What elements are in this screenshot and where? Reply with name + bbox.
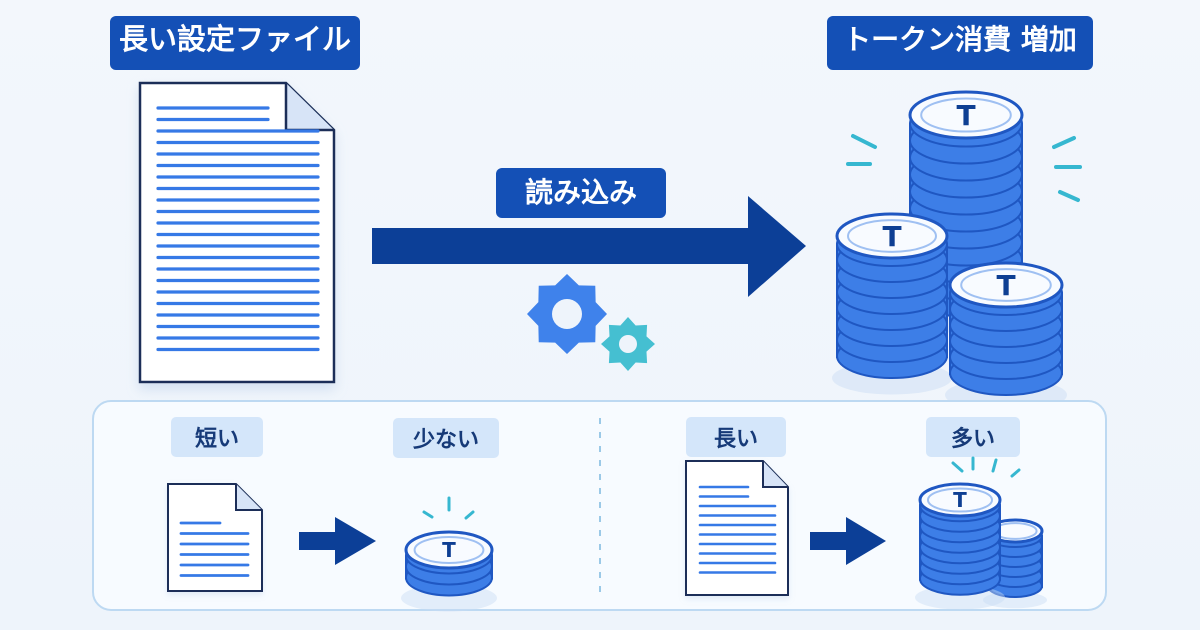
many-front-stack-coin-top-ring: [927, 487, 993, 513]
small-arrow-right-shaft: [810, 532, 850, 550]
short-file-label-background: [171, 417, 263, 457]
long-file-label: 長い: [686, 417, 786, 457]
token-stacks-large: T T T: [832, 90, 1067, 412]
large-document-lines: [156, 106, 320, 352]
many-tokens-label: 多い: [926, 417, 1020, 457]
big-right-stack-coin-top: [948, 261, 1064, 309]
short-document-lines: [179, 521, 250, 577]
few-tokens-label-text: 少ない: [412, 428, 479, 453]
small-arrow-left-shaft: [299, 532, 339, 550]
few-token-stack-coin-top-ring: [413, 536, 485, 564]
top-token-sparkle-line: [1058, 190, 1080, 202]
short-document-fold: [235, 484, 262, 511]
small-arrow-right: [810, 517, 886, 565]
big-center-stack-coin-top-ring: [920, 97, 1012, 133]
few-token-stack: T: [401, 530, 497, 612]
small-arrow-left: [299, 517, 376, 565]
top-right-label-text: トークン消費 増加: [843, 23, 1077, 56]
read-arrow-shaft: [372, 228, 757, 264]
large-document-sheet: [138, 81, 336, 384]
long-document-fold: [762, 461, 788, 488]
long-document-sheet: [685, 460, 789, 596]
read-label-background: [496, 168, 666, 218]
many-front-stack-coin-letter: T: [953, 488, 967, 512]
top-left-label-background: [110, 16, 360, 70]
large-gear-icon: [527, 274, 607, 354]
many-token-stacks: T: [915, 482, 1047, 610]
top-left-label-text: 長い設定ファイル: [119, 22, 351, 56]
long-file-label-text: 長い: [714, 427, 758, 452]
many-token-sparkle-line: [991, 458, 998, 473]
token-sparkle-top: [846, 134, 1082, 202]
read-label-text: 読み込み: [525, 176, 637, 209]
few-token-stack-coin-top: [404, 530, 494, 570]
small-gear-icon: [601, 317, 655, 371]
big-center-stack-coin-letter: T: [956, 99, 975, 132]
few-token-sparkle-line: [464, 510, 475, 520]
few-token-sparkle: [422, 496, 475, 520]
long-document-lines: [698, 485, 777, 574]
big-right-stack-coin-top-ring: [960, 268, 1052, 302]
short-file-label: 短い: [171, 417, 263, 457]
many-tokens-label-background: [926, 417, 1020, 457]
many-token-sparkle: [951, 456, 1021, 478]
large-config-file-icon: [138, 81, 336, 384]
read-arrow: [372, 196, 806, 297]
many-token-sparkle-line: [1010, 468, 1021, 478]
small-gear-hole: [619, 335, 637, 353]
top-token-sparkle-line: [1052, 136, 1076, 149]
top-right-label-background: [827, 16, 1093, 70]
few-tokens-label: 少ない: [393, 418, 499, 458]
small-arrow-left-head: [335, 517, 376, 565]
few-token-sparkle-line: [422, 510, 434, 519]
read-arrow-head: [748, 196, 806, 297]
small-arrow-right-head: [846, 517, 886, 565]
big-left-stack-coin-top: [835, 212, 949, 260]
top-right-label: トークン消費 増加: [827, 16, 1093, 70]
top-left-label: 長い設定ファイル: [110, 16, 360, 70]
read-label: 読み込み: [496, 168, 666, 218]
few-tokens-label-background: [393, 418, 499, 458]
many-tokens-label-text: 多い: [951, 426, 995, 452]
large-gear-hole: [552, 299, 582, 329]
few-token-stack-coin-letter: T: [442, 538, 456, 562]
big-left-stack-coin-letter: T: [882, 220, 901, 253]
big-right-stack-coin-letter: T: [996, 269, 1015, 302]
big-left-stack-coin-top-ring: [847, 219, 937, 253]
long-file-label-background: [686, 417, 786, 457]
many-token-sparkle-line: [951, 461, 964, 473]
short-file-label-text: 短い: [195, 427, 239, 452]
long-file-icon: [685, 460, 789, 596]
big-center-stack-coin-top: [908, 90, 1024, 140]
top-token-sparkle-line: [851, 134, 877, 149]
